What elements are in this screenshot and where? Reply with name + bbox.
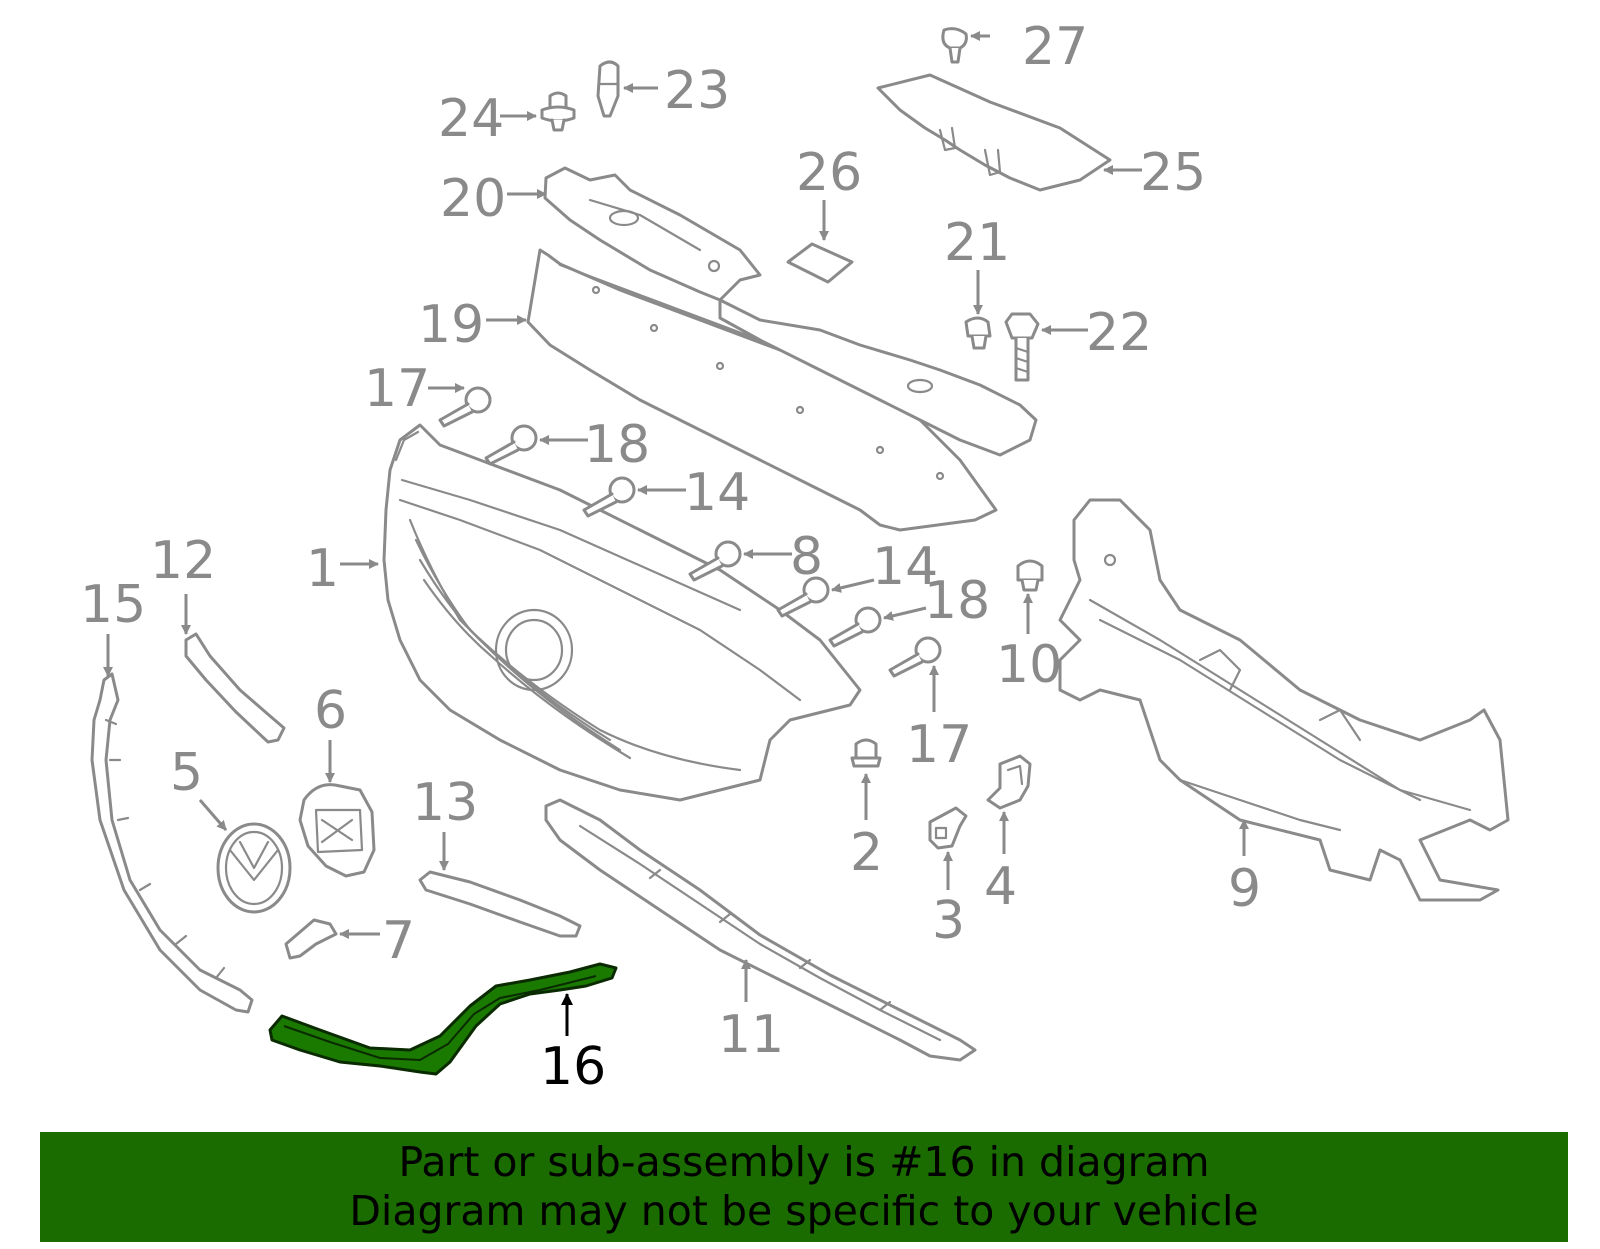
part-9-carrier xyxy=(1058,498,1510,902)
part-13-molding xyxy=(418,870,582,938)
callout-3: 3 xyxy=(932,891,965,951)
screw-18-lower xyxy=(828,606,882,648)
part-6-emblem-bracket xyxy=(298,783,376,878)
part-20-upper-support xyxy=(543,166,762,302)
part-2-clip xyxy=(850,738,882,768)
callout-18-upper: 18 xyxy=(584,415,650,475)
part-15-side-molding xyxy=(90,672,254,1014)
callout-4: 4 xyxy=(984,857,1017,917)
callout-25: 25 xyxy=(1140,143,1206,203)
part-25-deflector xyxy=(876,73,1112,192)
screw-17-lower xyxy=(888,636,942,678)
callout-6: 6 xyxy=(314,681,347,741)
footer-line-1: Part or sub-assembly is #16 in diagram xyxy=(398,1138,1210,1186)
footer-line-2: Diagram may not be specific to your vehi… xyxy=(349,1187,1259,1235)
footer-banner xyxy=(40,1132,1568,1242)
callout-15: 15 xyxy=(80,575,146,635)
part-3-bracket xyxy=(928,806,968,850)
callout-12: 12 xyxy=(150,531,216,591)
callout-27: 27 xyxy=(1022,17,1088,77)
callout-9: 9 xyxy=(1228,859,1261,919)
part-26-pad xyxy=(786,242,854,284)
part-21-clip xyxy=(964,316,992,350)
screw-8 xyxy=(688,540,742,582)
part-7-clip xyxy=(284,918,338,960)
part-23-fastener xyxy=(596,60,620,118)
callout-20: 20 xyxy=(440,169,506,229)
part-12-molding xyxy=(184,632,286,744)
part-27-clip xyxy=(941,27,968,64)
part-5-emblem xyxy=(216,822,292,914)
part-1-grille xyxy=(382,423,862,802)
part-20-seal-strip xyxy=(718,298,1038,457)
callout-14-upper: 14 xyxy=(684,463,750,523)
callout-8: 8 xyxy=(790,527,823,587)
part-22-bolt xyxy=(1004,312,1040,382)
callout-17-upper: 17 xyxy=(364,359,430,419)
callout-5: 5 xyxy=(170,743,203,803)
leader-lines xyxy=(103,31,1249,1036)
part-4-bracket xyxy=(986,754,1032,810)
footer-notice: Part or sub-assembly is #16 in diagram D… xyxy=(40,1132,1568,1242)
callout-21: 21 xyxy=(944,213,1010,273)
callout-24: 24 xyxy=(438,89,504,149)
screw-17-upper xyxy=(438,386,492,428)
callout-7: 7 xyxy=(382,911,415,971)
screw-18-upper xyxy=(484,424,538,466)
callout-19: 19 xyxy=(418,295,484,355)
callout-13: 13 xyxy=(412,773,478,833)
screw-14-lower xyxy=(776,576,830,618)
screw-14-upper xyxy=(582,476,636,518)
callout-2: 2 xyxy=(850,823,883,883)
callout-18-lower: 18 xyxy=(924,571,990,631)
callout-17-lower: 17 xyxy=(906,715,972,775)
callout-16-highlighted: 16 xyxy=(540,1037,606,1097)
part-24-fastener xyxy=(540,91,576,132)
part-16-trim-highlighted xyxy=(268,962,618,1076)
part-11-lower-support xyxy=(544,798,977,1062)
callout-22: 22 xyxy=(1086,303,1152,363)
callout-14-lower: 14 xyxy=(872,537,938,597)
part-10-clip xyxy=(1016,559,1044,592)
callout-labels: 27 23 24 20 26 25 21 22 19 17 18 14 8 14… xyxy=(80,17,1261,1097)
callout-26: 26 xyxy=(796,143,862,203)
callout-11: 11 xyxy=(718,1005,784,1065)
callout-1: 1 xyxy=(306,539,339,599)
callout-23: 23 xyxy=(664,61,730,121)
callout-10: 10 xyxy=(996,635,1062,695)
